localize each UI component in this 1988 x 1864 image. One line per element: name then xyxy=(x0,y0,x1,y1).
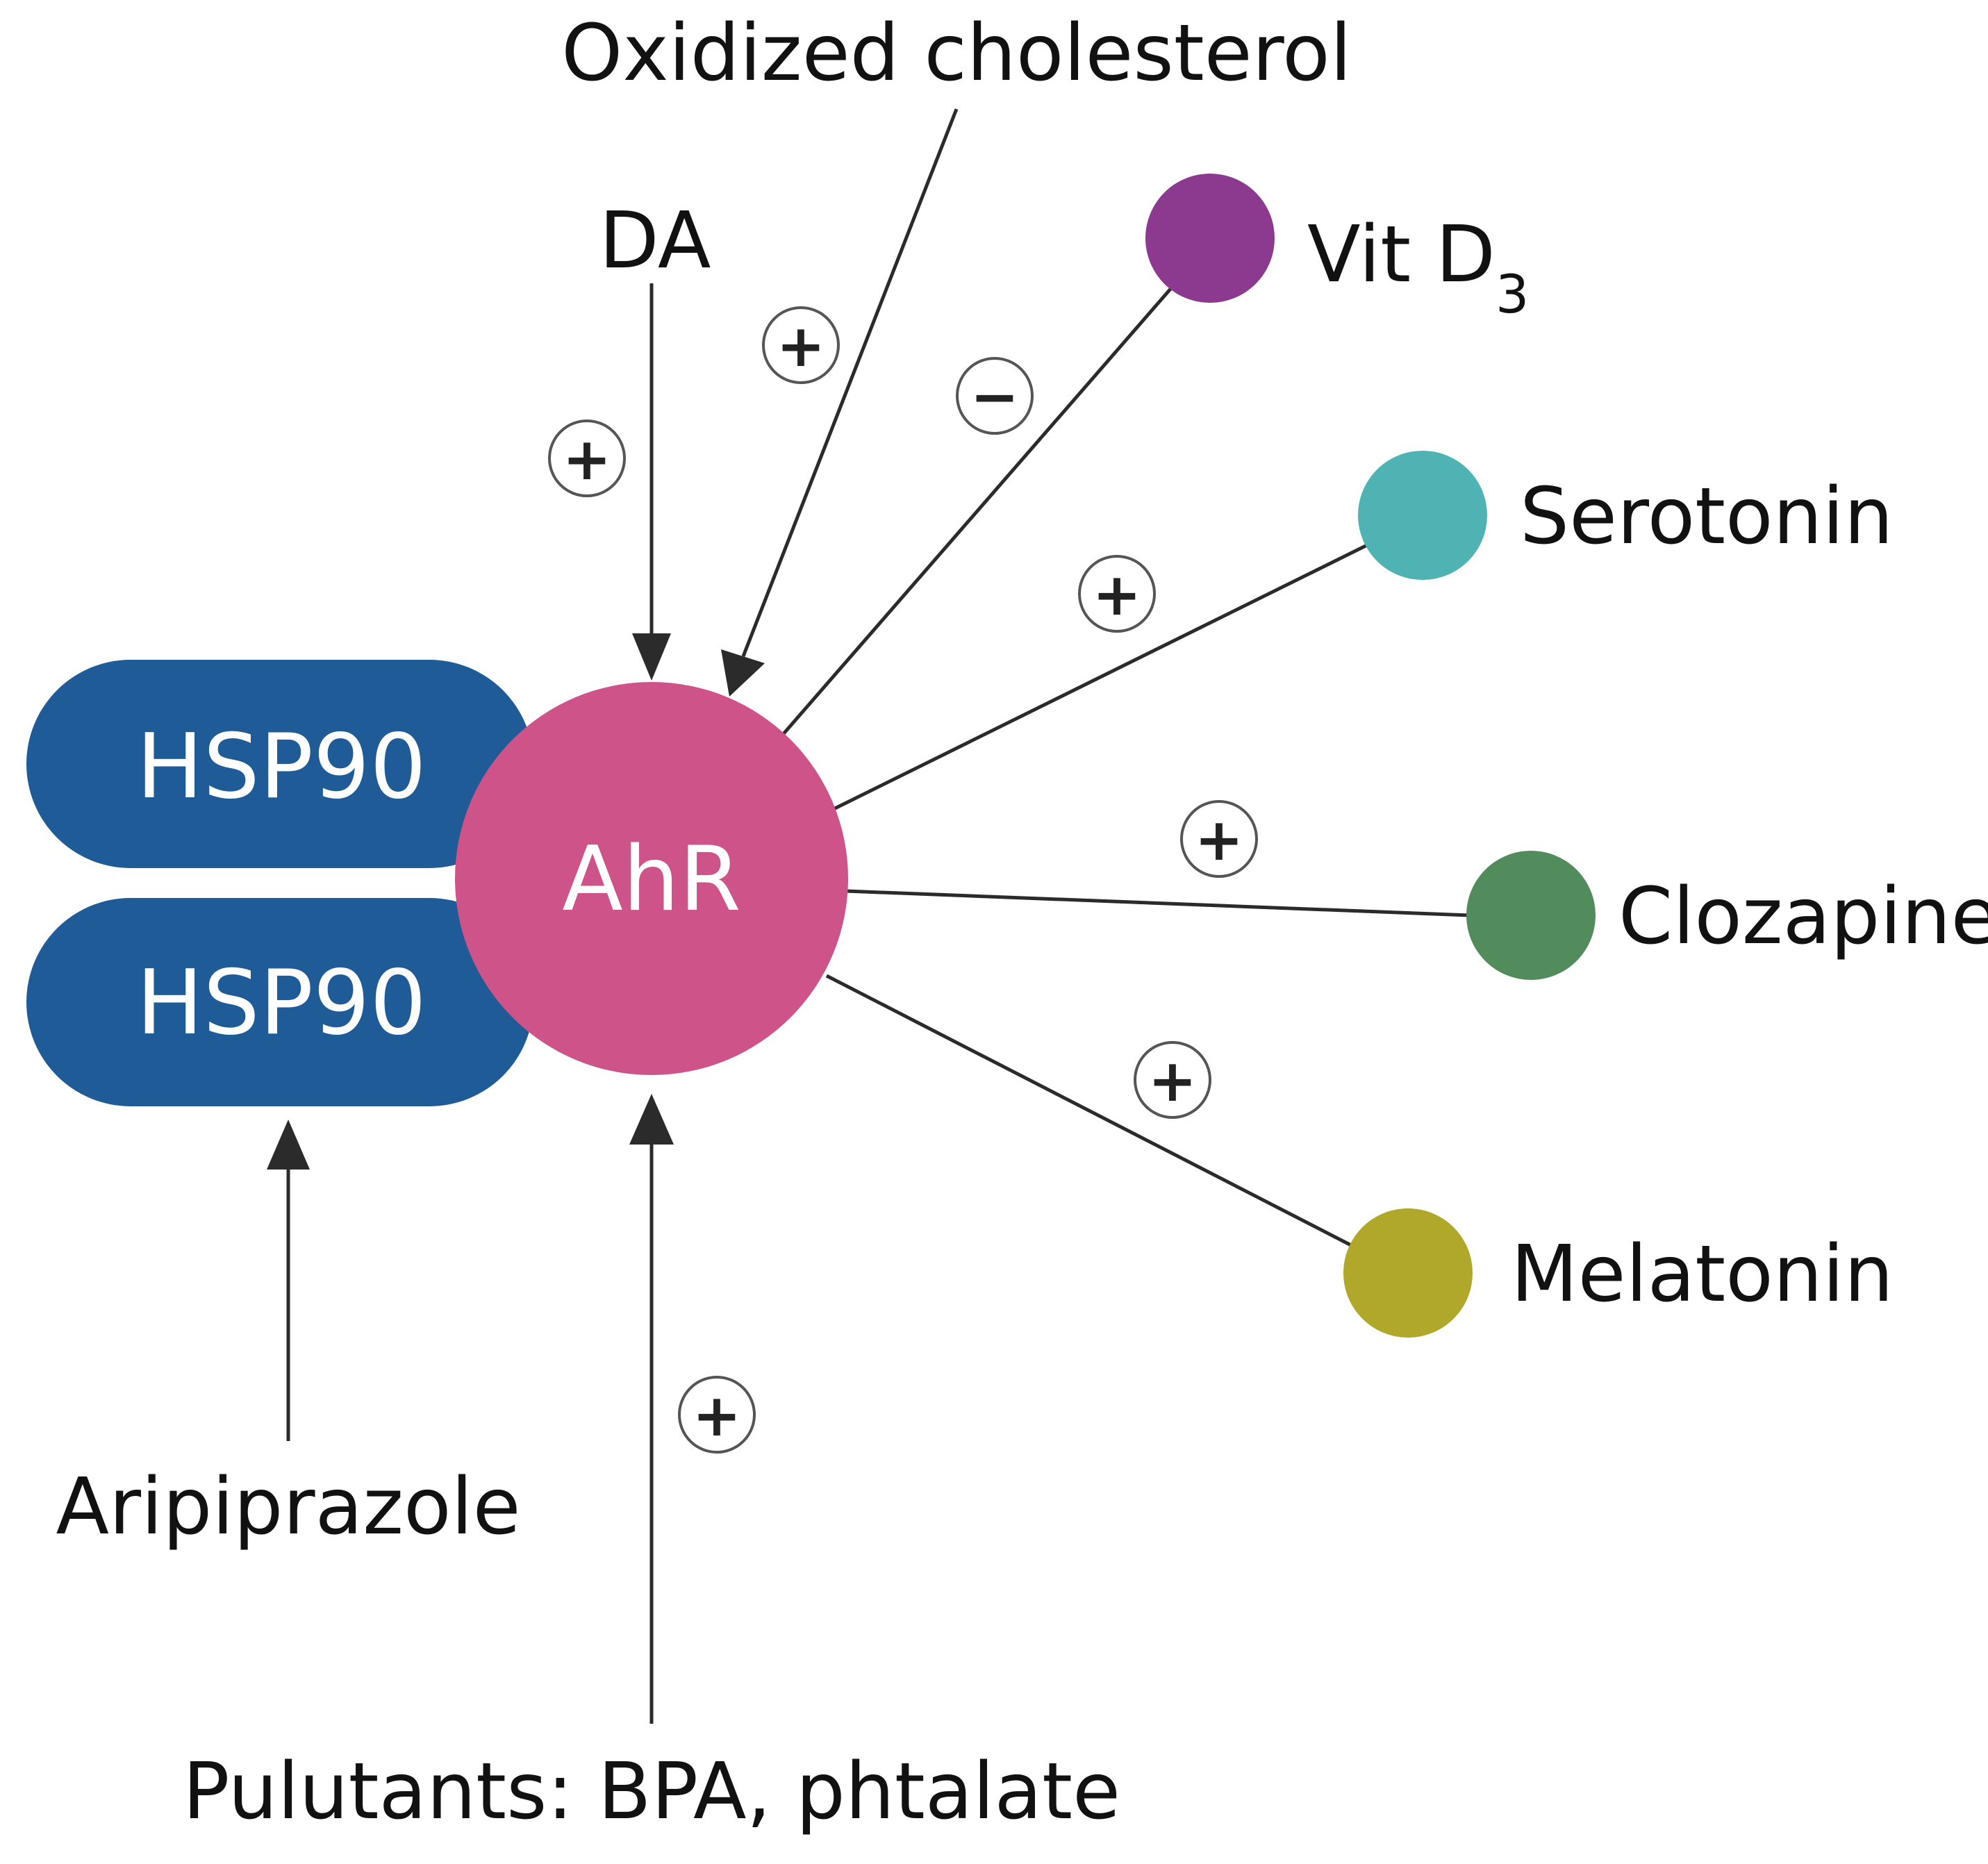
melatonin-effect-badge: + xyxy=(1134,1041,1211,1119)
vitd3-link-line xyxy=(780,287,1173,738)
connectors xyxy=(286,108,1471,1724)
arrowheads xyxy=(267,633,765,1170)
vitd3-effect-badge: − xyxy=(956,357,1034,435)
clozapine-effect-sign: + xyxy=(1195,806,1243,874)
aripiprazole-label: Aripiprazole xyxy=(56,1462,520,1552)
melatonin-link-line xyxy=(825,974,1352,1247)
hsp90-label-top: HSP90 xyxy=(136,715,426,819)
vitd3-circle xyxy=(1145,174,1275,303)
da-label: DA xyxy=(599,196,711,286)
cholesterol-effect-badge: + xyxy=(762,306,840,384)
vitd3-effect-sign: − xyxy=(970,363,1019,431)
melatonin-circle xyxy=(1343,1208,1473,1338)
vitd3-label: Vit D3 xyxy=(1307,210,1529,325)
cholesterol-arrowhead xyxy=(721,649,765,697)
pollutants-arrowhead xyxy=(629,1094,674,1145)
ligand-nodes xyxy=(1145,174,1596,1338)
ahr-node: AhR xyxy=(455,682,848,1075)
clozapine-circle xyxy=(1466,851,1596,980)
labels: Oxidized cholesterol DA Vit D3 Serotonin… xyxy=(56,8,1988,1837)
melatonin-effect-sign: + xyxy=(1148,1047,1197,1115)
hsp90-pill-top xyxy=(26,660,533,868)
clozapine-label: Clozapine xyxy=(1618,872,1988,962)
serotonin-circle xyxy=(1358,451,1487,580)
oxidized-cholesterol-label: Oxidized cholesterol xyxy=(561,8,1352,99)
pollutants-effect-badge: + xyxy=(678,1376,756,1454)
cholesterol-arrow-line xyxy=(741,108,959,657)
clozapine-link-line xyxy=(845,889,1471,917)
vitd3-label-main: Vit D xyxy=(1307,210,1496,300)
serotonin-label: Serotonin xyxy=(1520,472,1894,562)
da-arrowhead xyxy=(632,633,671,681)
ahr-circle xyxy=(455,682,848,1075)
pollutants-label: Pulutants: BPA, phtalate xyxy=(183,1747,1120,1837)
hsp90-label-bottom: HSP90 xyxy=(136,951,426,1055)
vitd3-label-subscript: 3 xyxy=(1496,263,1529,325)
hsp90-complex: HSP90 HSP90 xyxy=(26,660,533,1106)
effect-badges: + + − + + + + xyxy=(548,306,1258,1454)
aripiprazole-arrowhead xyxy=(267,1120,310,1170)
hsp90-pill-bottom xyxy=(26,898,533,1106)
da-effect-badge: + xyxy=(548,419,626,497)
melatonin-label: Melatonin xyxy=(1511,1229,1894,1320)
serotonin-link-line xyxy=(832,542,1371,811)
cholesterol-effect-sign: + xyxy=(777,312,825,380)
ahr-label: AhR xyxy=(562,828,741,931)
pollutants-effect-sign: + xyxy=(693,1381,741,1449)
da-effect-sign: + xyxy=(563,425,611,493)
clozapine-effect-badge: + xyxy=(1180,800,1258,878)
serotonin-effect-sign: + xyxy=(1093,560,1141,629)
serotonin-effect-badge: + xyxy=(1078,555,1156,633)
